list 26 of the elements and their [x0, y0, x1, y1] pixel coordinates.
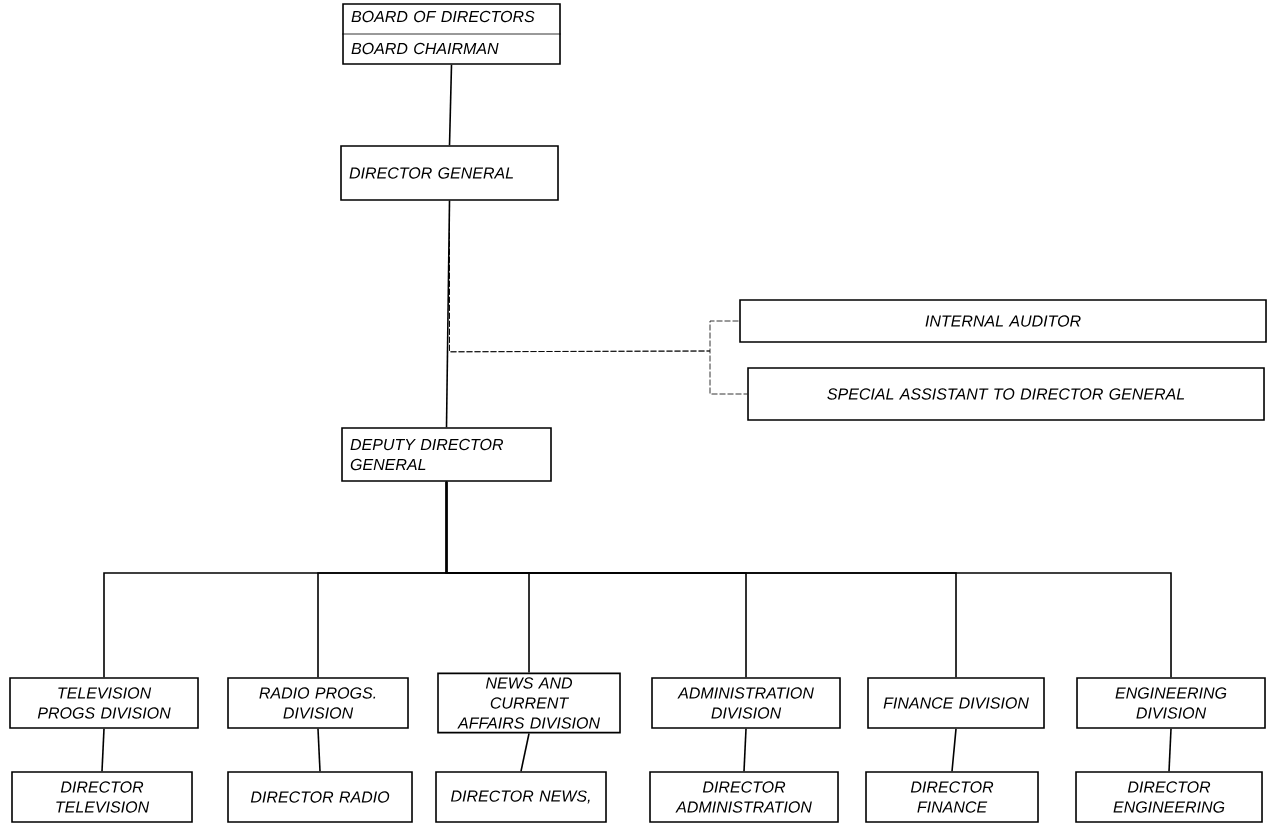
- board-box: BOARD OF DIRECTORS BOARD CHAIRMAN: [341, 3, 562, 65]
- staff-box: SPECIAL ASSISTANT TO DIRECTOR GENERAL: [747, 367, 1265, 421]
- connector: [448, 64, 453, 146]
- director-box: DEPUTY DIRECTOR GENERAL: [341, 427, 552, 482]
- connector: [520, 732, 530, 772]
- director-box: DIRECTOR RADIO: [227, 771, 413, 823]
- division-box: TELEVISION PROGS DIVISION: [9, 677, 199, 729]
- director-box: DIRECTOR ENGINEERING: [1075, 771, 1263, 823]
- connector: [951, 728, 957, 772]
- division-box: NEWS AND CURRENT AFFAIRS DIVISION: [437, 672, 621, 734]
- connector: [445, 481, 1172, 678]
- staff-connector: [449, 200, 748, 395]
- division-box: FINANCE DIVISION: [867, 677, 1045, 729]
- director-box: DIRECTOR NEWS,: [435, 771, 607, 823]
- director-box: DIRECTOR TELEVISION: [11, 771, 193, 823]
- connector: [317, 728, 321, 772]
- division-box: RADIO PROGS. DIVISION: [227, 677, 409, 729]
- director-box: DIRECTOR ADMINISTRATION: [649, 771, 839, 823]
- division-box: ENGINEERING DIVISION: [1076, 677, 1266, 729]
- director-box: DIRECTOR GENERAL: [340, 145, 559, 201]
- connector: [743, 728, 747, 772]
- division-box: ADMINISTRATION DIVISION: [651, 677, 841, 729]
- connector: [1168, 728, 1172, 772]
- director-box: DIRECTOR FINANCE: [865, 771, 1039, 823]
- staff-box: INTERNAL AUDITOR: [739, 299, 1267, 343]
- connector: [101, 728, 105, 772]
